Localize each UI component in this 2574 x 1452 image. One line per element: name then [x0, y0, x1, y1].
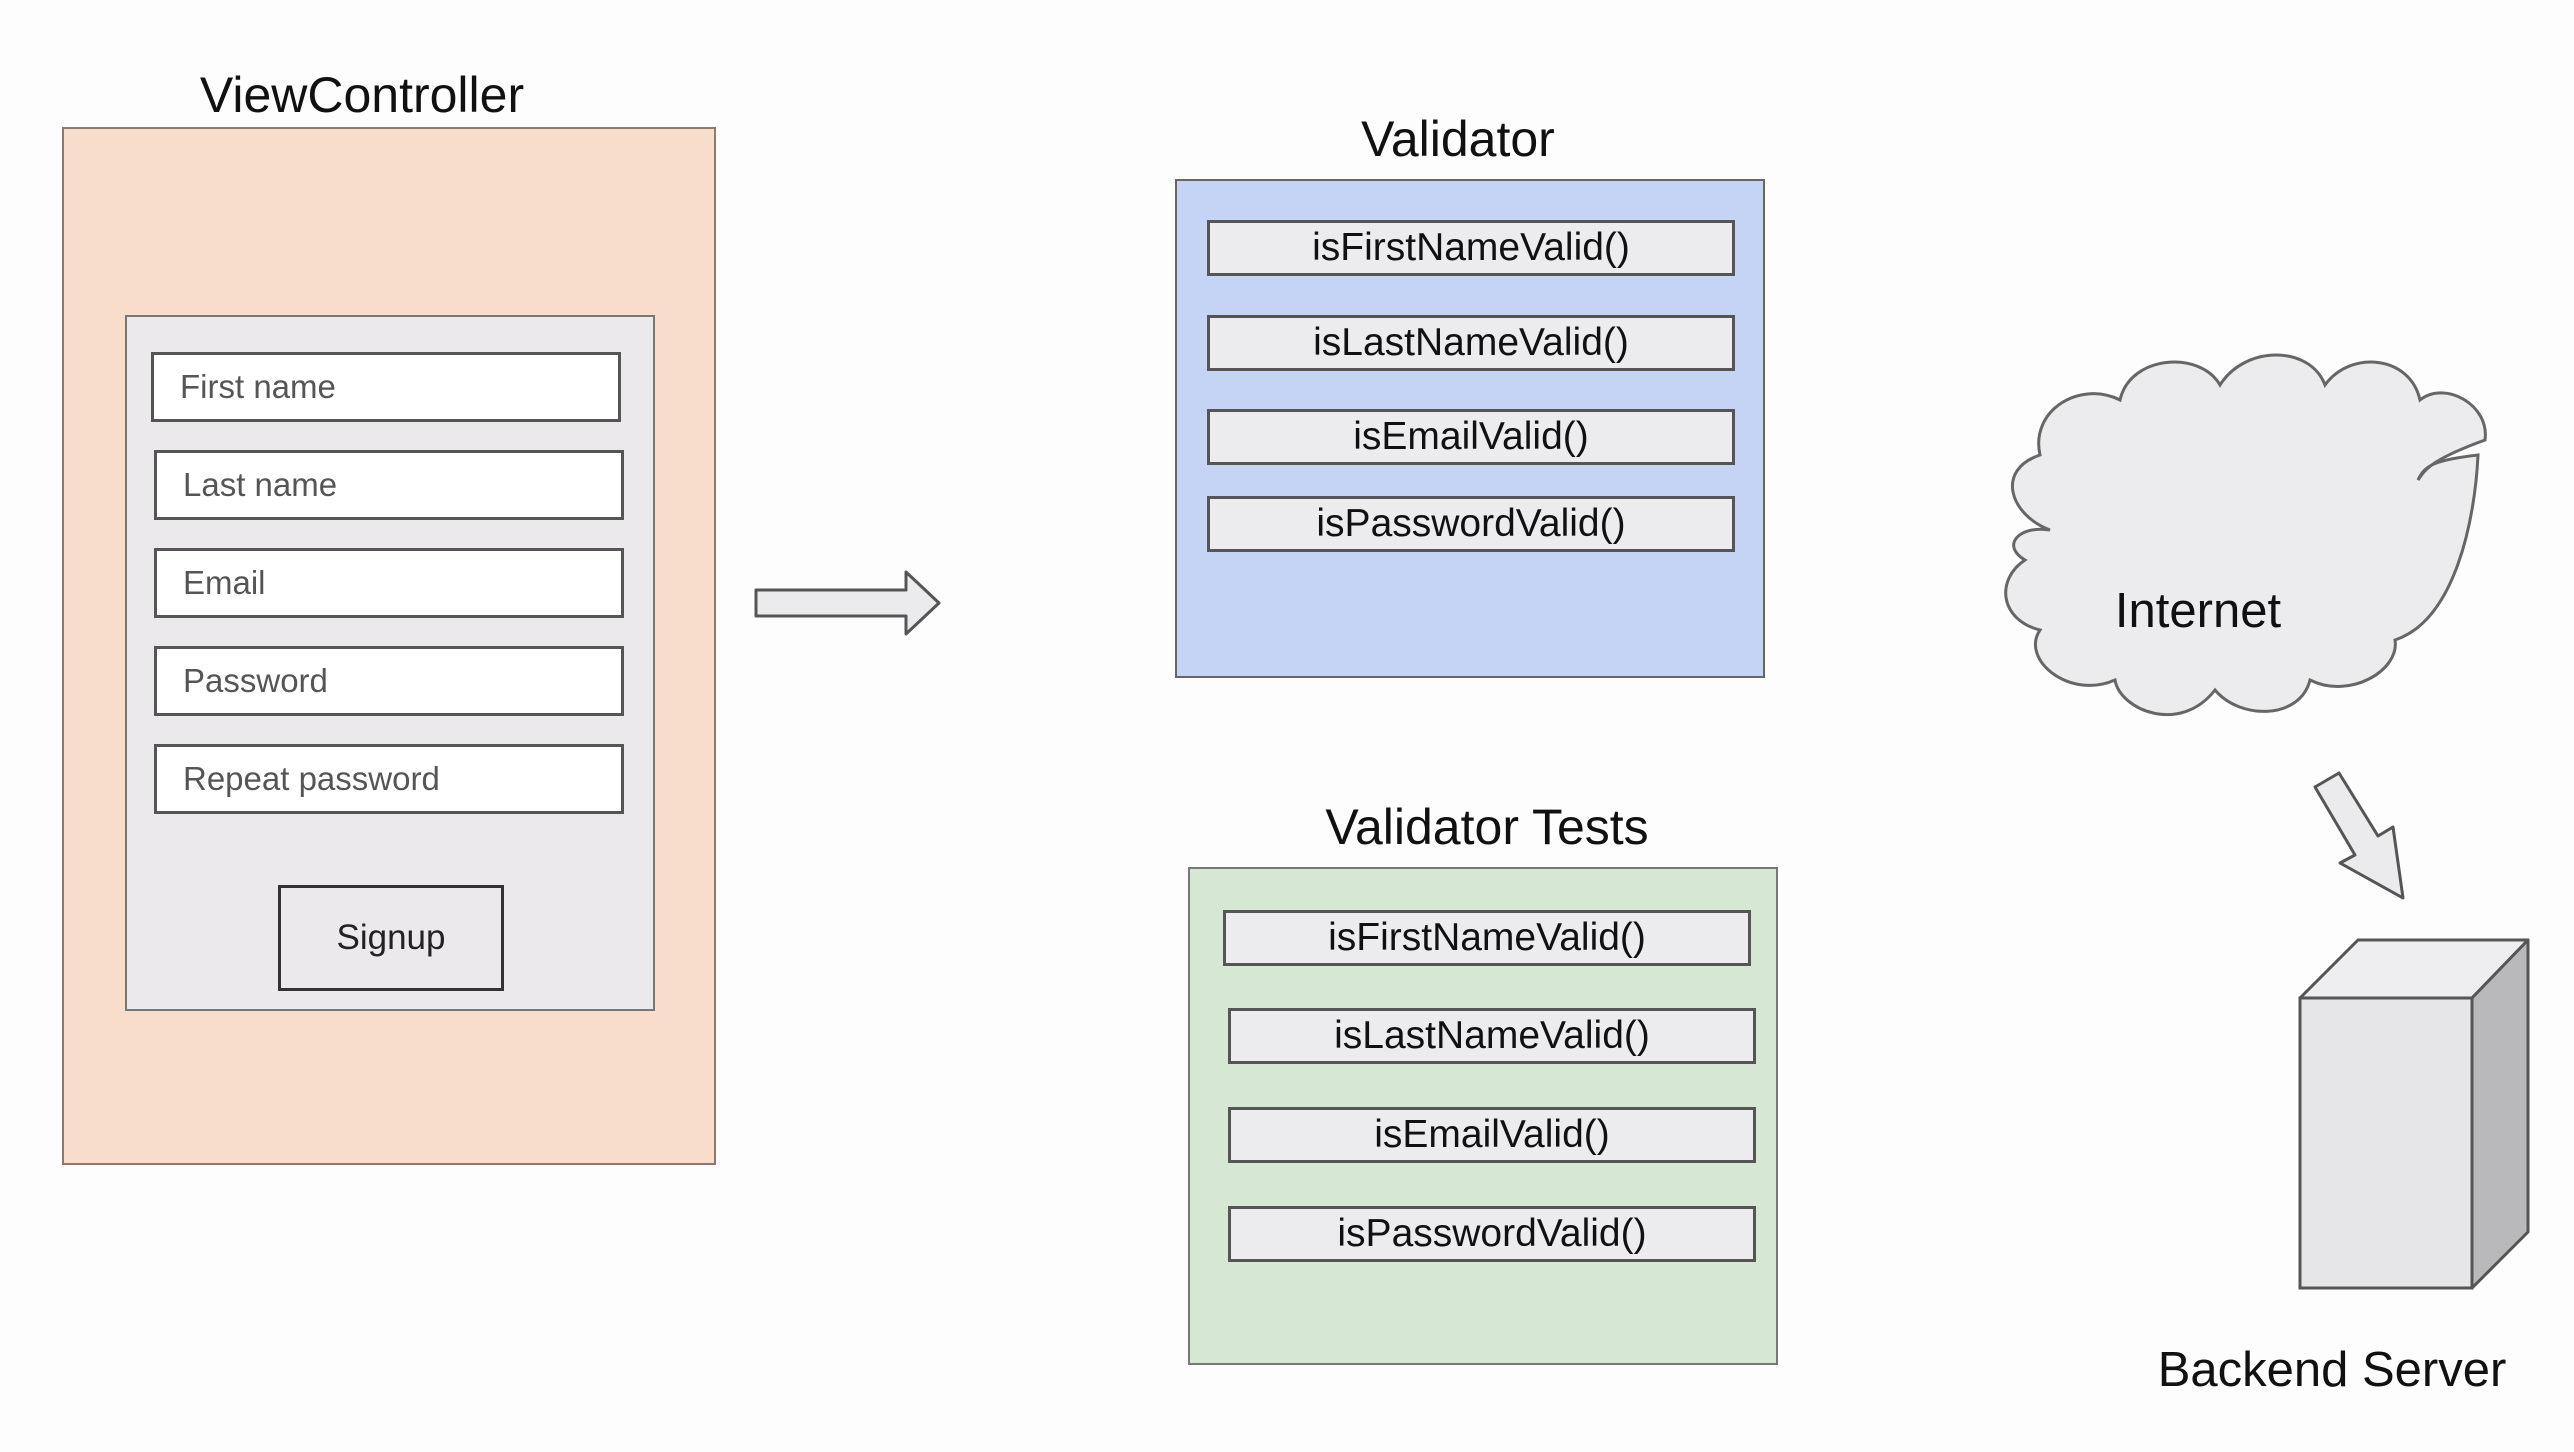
validator-tests-title: Validator Tests [1325, 799, 1649, 855]
validator-tests-panel: isFirstNameValid() isLastNameValid() isE… [1188, 867, 1778, 1365]
test-method: isFirstNameValid() [1223, 910, 1751, 966]
signup-button[interactable]: Signup [278, 885, 504, 991]
test-method: isEmailValid() [1228, 1107, 1756, 1163]
validator-method: isFirstNameValid() [1207, 220, 1735, 276]
server-icon [2298, 938, 2530, 1290]
arrow-down-right-icon [2313, 771, 2405, 900]
signup-form: First name Last name Email Password Repe… [125, 315, 655, 1011]
backend-server-label: Backend Server [2157, 1343, 2507, 1397]
test-method: isLastNameValid() [1228, 1008, 1756, 1064]
validator-panel: isFirstNameValid() isLastNameValid() isE… [1175, 179, 1765, 678]
view-controller-panel: First name Last name Email Password Repe… [62, 127, 716, 1165]
validator-method: isPasswordValid() [1207, 496, 1735, 552]
cloud-icon [2004, 353, 2487, 717]
password-field[interactable]: Password [154, 646, 624, 716]
email-field[interactable]: Email [154, 548, 624, 618]
validator-title: Validator [1361, 111, 1555, 167]
arrow-right-icon [754, 570, 941, 636]
last-name-field[interactable]: Last name [154, 450, 624, 520]
validator-method: isEmailValid() [1207, 409, 1735, 465]
view-controller-title: ViewController [199, 67, 525, 123]
repeat-password-field[interactable]: Repeat password [154, 744, 624, 814]
validator-method: isLastNameValid() [1207, 315, 1735, 371]
test-method: isPasswordValid() [1228, 1206, 1756, 1262]
first-name-field[interactable]: First name [151, 352, 621, 422]
internet-label: Internet [2114, 584, 2282, 638]
